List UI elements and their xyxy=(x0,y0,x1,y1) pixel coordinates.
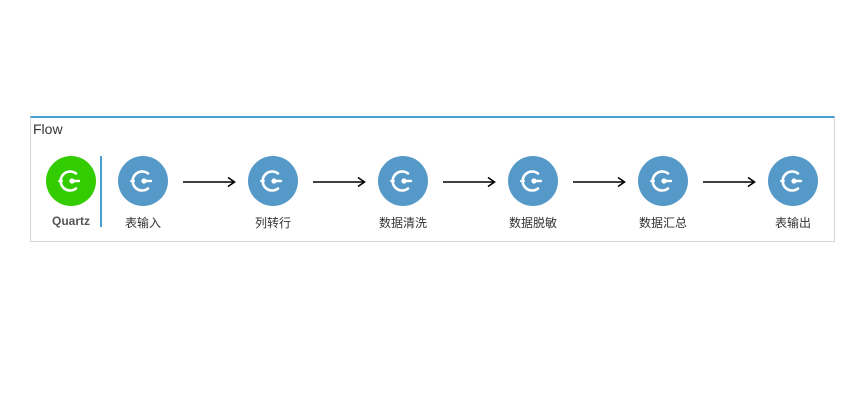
step-node-label: 表输入 xyxy=(124,216,161,230)
step-node-label: 数据汇总 xyxy=(638,216,687,230)
flow-arrow xyxy=(443,176,497,188)
connector-plug-icon xyxy=(650,170,673,192)
step-node-label: 表输出 xyxy=(774,216,811,230)
step-node-circle[interactable] xyxy=(378,156,428,206)
step-node-data-cleansing[interactable]: 数据清洗 xyxy=(363,156,443,236)
flow-title: Flow xyxy=(33,121,63,137)
connector-plug-icon xyxy=(130,170,153,192)
flow-arrow xyxy=(313,176,367,188)
trigger-separator xyxy=(100,156,102,227)
connector-plug-icon xyxy=(390,170,413,192)
step-node-circle[interactable] xyxy=(638,156,688,206)
flow-arrow xyxy=(703,176,757,188)
step-node-label: 列转行 xyxy=(254,216,291,230)
step-node-label: 数据清洗 xyxy=(378,216,427,230)
connector-plug-icon xyxy=(520,170,543,192)
flow-arrow xyxy=(573,176,627,188)
step-node-data-summary[interactable]: 数据汇总 xyxy=(623,156,703,236)
trigger-node-label: Quartz xyxy=(51,214,90,228)
connector-plug-icon xyxy=(780,170,803,192)
step-node-table-input[interactable]: 表输入 xyxy=(103,156,183,236)
step-node-circle[interactable] xyxy=(508,156,558,206)
step-node-table-output[interactable]: 表输出 xyxy=(753,156,833,236)
flow-panel: Flow Quartz 表输入 xyxy=(30,116,835,242)
step-node-data-masking[interactable]: 数据脱敏 xyxy=(493,156,573,236)
step-node-circle[interactable] xyxy=(768,156,818,206)
step-node-unpivot[interactable]: 列转行 xyxy=(233,156,313,236)
flow-arrow xyxy=(183,176,237,188)
connector-plug-icon xyxy=(260,170,283,192)
trigger-node-quartz[interactable]: Quartz xyxy=(31,156,111,236)
step-node-circle[interactable] xyxy=(248,156,298,206)
step-node-label: 数据脱敏 xyxy=(508,216,557,230)
step-node-circle[interactable] xyxy=(118,156,168,206)
connector-plug-icon xyxy=(58,170,81,192)
trigger-node-circle[interactable] xyxy=(46,156,96,206)
